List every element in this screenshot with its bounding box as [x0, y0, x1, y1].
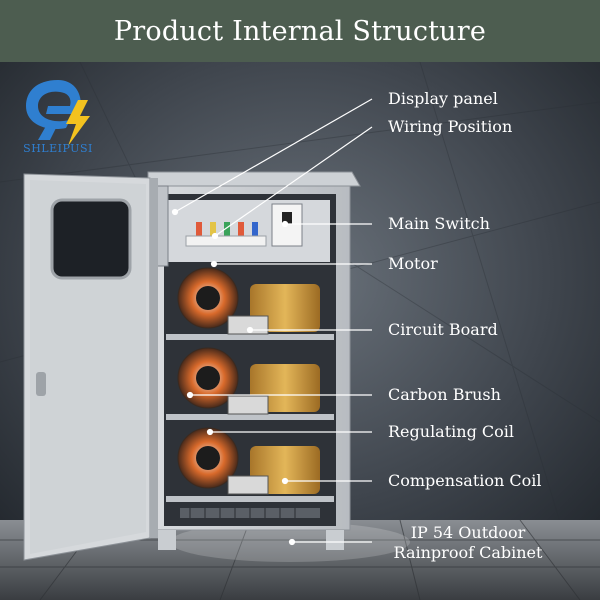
title-bar: Product Internal Structure [0, 0, 600, 62]
brand-logo-icon [26, 80, 90, 146]
label-motor: Motor [388, 254, 438, 273]
label-wiring-position: Wiring Position [388, 117, 513, 136]
label-cabinet-line1: IP 54 Outdoor [410, 523, 526, 542]
label-carbon-brush: Carbon Brush [388, 385, 501, 404]
label-main-switch: Main Switch [388, 214, 490, 233]
label-regulating-coil: Regulating Coil [388, 422, 515, 441]
page-title: Product Internal Structure [113, 15, 487, 47]
brand-name: SHLEIPUSI [23, 142, 93, 155]
label-cabinet-line2: Rainproof Cabinet [393, 543, 543, 562]
label-display-panel: Display panel [388, 89, 498, 108]
label-cabinet: IP 54 Outdoor Rainproof Cabinet [388, 523, 548, 563]
label-circuit-board: Circuit Board [388, 320, 498, 339]
label-compensation-coil: Compensation Coil [388, 471, 542, 490]
